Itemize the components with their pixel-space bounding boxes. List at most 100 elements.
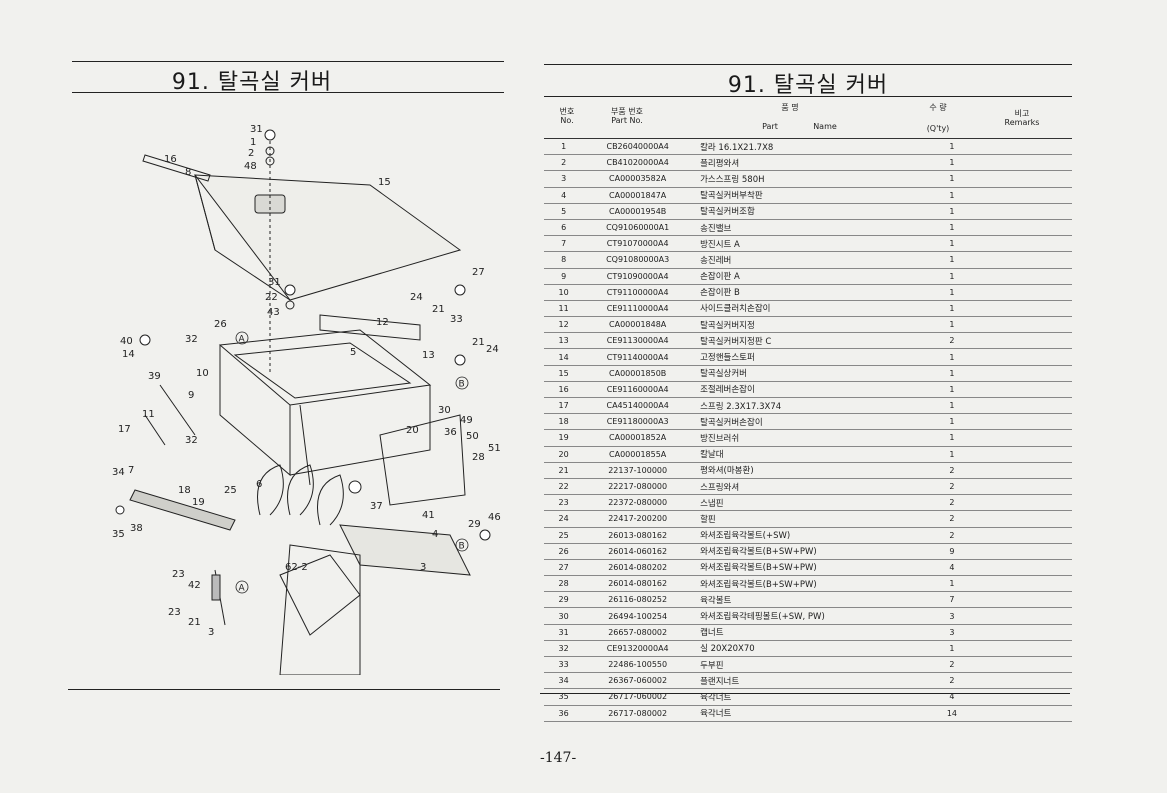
part-number-cell: 26494-100254 bbox=[583, 607, 693, 625]
remarks-cell bbox=[986, 365, 1072, 382]
part-name-cell: 할핀 bbox=[692, 510, 918, 528]
callout-26: 26 bbox=[214, 319, 227, 330]
callout-27: 27 bbox=[472, 267, 485, 278]
part-no-cell: 21 bbox=[544, 462, 584, 479]
callout-41: 41 bbox=[422, 510, 435, 521]
remarks-cell bbox=[986, 688, 1072, 706]
header-qty-ko: 수 량 bbox=[929, 103, 947, 112]
header-qty-en: (Q'ty) bbox=[926, 124, 950, 133]
part-name-cell: 육각너트 bbox=[692, 688, 918, 706]
callout-48: 48 bbox=[244, 161, 257, 172]
callout-32: 32 bbox=[185, 334, 198, 345]
part-name-cell: 탈곡실커버손잡이 bbox=[692, 413, 918, 431]
part-name-cell: 칼날대 bbox=[692, 446, 918, 463]
qty-cell: 1 bbox=[917, 640, 987, 658]
part-no-cell: 36 bbox=[544, 705, 584, 722]
part-name-cell: 고정핸들스토퍼 bbox=[692, 348, 918, 366]
part-name-cell: 사이드클러치손잡이 bbox=[692, 300, 918, 318]
part-no-cell: 23 bbox=[544, 494, 584, 512]
svg-text:A: A bbox=[239, 584, 246, 594]
part-number-cell: CA00001852A bbox=[583, 429, 693, 447]
part-number-cell: 26014-080162 bbox=[583, 575, 693, 593]
part-number-cell: 26717-080002 bbox=[583, 705, 693, 722]
part-no-cell: 12 bbox=[544, 316, 584, 334]
callout-3b: 3 bbox=[208, 627, 214, 638]
callout-11: 11 bbox=[142, 409, 155, 420]
callout-17: 17 bbox=[118, 424, 131, 435]
part-number-cell: 26014-060162 bbox=[583, 543, 693, 560]
part-no-cell: 18 bbox=[544, 413, 584, 431]
part-number-cell: 22372-080000 bbox=[583, 494, 693, 512]
part-number-cell: CB41020000A4 bbox=[583, 154, 693, 172]
part-name-cell: 스냅핀 bbox=[692, 494, 918, 512]
callout-3: 3 bbox=[420, 562, 426, 573]
qty-cell: 1 bbox=[917, 575, 987, 593]
part-no-cell: 16 bbox=[544, 381, 584, 399]
part-no-cell: 26 bbox=[544, 543, 584, 560]
remarks-cell bbox=[986, 139, 1072, 156]
qty-cell: 4 bbox=[917, 688, 987, 706]
part-no-cell: 13 bbox=[544, 332, 584, 350]
callout-21c: 21 bbox=[188, 617, 201, 628]
part-number-cell: CT91070000A4 bbox=[583, 235, 693, 253]
qty-cell: 1 bbox=[917, 446, 987, 463]
remarks-cell bbox=[986, 332, 1072, 350]
part-number-cell: CA00001848A bbox=[583, 316, 693, 334]
part-name-cell: 실 20X20X70 bbox=[692, 640, 918, 658]
callout-33: 33 bbox=[450, 314, 463, 325]
part-name-cell: 와셔조립육각볼트(B+SW+PW) bbox=[692, 575, 918, 593]
callout-2: 2 bbox=[248, 148, 254, 159]
remarks-cell bbox=[986, 527, 1072, 544]
part-no-cell: 27 bbox=[544, 559, 584, 577]
qty-cell: 1 bbox=[917, 219, 987, 237]
remarks-cell bbox=[986, 219, 1072, 237]
part-no-cell: 15 bbox=[544, 365, 584, 382]
part-no-cell: 29 bbox=[544, 591, 584, 609]
remarks-cell bbox=[986, 705, 1072, 722]
remarks-cell bbox=[986, 624, 1072, 641]
callout-49: 49 bbox=[460, 415, 473, 426]
title-rule-top-right bbox=[544, 64, 1072, 65]
part-name-cell: 탈곡실커버부착판 bbox=[692, 187, 918, 204]
callout-43: 43 bbox=[267, 307, 280, 318]
part-name-cell: 방진브러쉬 bbox=[692, 429, 918, 447]
part-number-cell: 22217-080000 bbox=[583, 478, 693, 496]
remarks-cell bbox=[986, 672, 1072, 690]
callout-14: 14 bbox=[122, 349, 135, 360]
part-no-cell: 30 bbox=[544, 607, 584, 625]
remarks-cell bbox=[986, 348, 1072, 366]
remarks-cell bbox=[986, 300, 1072, 318]
part-number-cell: CA45140000A4 bbox=[583, 397, 693, 415]
remarks-cell bbox=[986, 316, 1072, 334]
callout-21: 21 bbox=[432, 304, 445, 315]
part-number-cell: CT91140000A4 bbox=[583, 348, 693, 366]
part-no-cell: 7 bbox=[544, 235, 584, 253]
remarks-cell bbox=[986, 543, 1072, 560]
part-no-cell: 33 bbox=[544, 656, 584, 674]
callout-62-2: 62-2 bbox=[285, 562, 308, 573]
qty-cell: 2 bbox=[917, 527, 987, 544]
remarks-cell bbox=[986, 381, 1072, 399]
qty-cell: 2 bbox=[917, 478, 987, 496]
part-no-cell: 3 bbox=[544, 170, 584, 188]
svg-text:A: A bbox=[239, 335, 246, 345]
part-no-cell: 10 bbox=[544, 284, 584, 301]
callout-4: 4 bbox=[432, 529, 438, 540]
part-name-cell: 칼라 16.1X21.7X8 bbox=[692, 139, 918, 156]
qty-cell: 1 bbox=[917, 413, 987, 431]
header-no-ko: 번호 bbox=[559, 107, 575, 116]
qty-cell: 1 bbox=[917, 203, 987, 220]
callout-22: 22 bbox=[265, 292, 278, 303]
